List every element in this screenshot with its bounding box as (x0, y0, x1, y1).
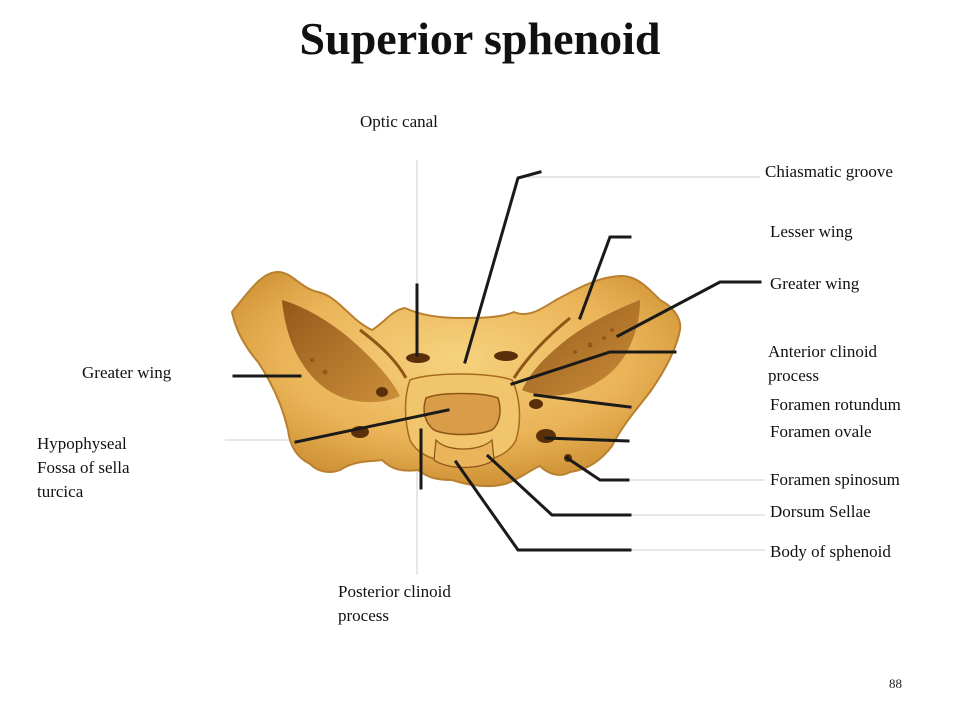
label-greater-wing-right: Greater wing (770, 274, 860, 293)
lesser-wing-right-ridge (512, 316, 571, 379)
leader-hypophyseal-fossa (294, 408, 450, 444)
leader-chiasmatic-groove (463, 170, 542, 364)
label-body-of-sphenoid: Body of sphenoid (770, 542, 891, 561)
lesser-wing-left-ridge (359, 328, 408, 379)
label-hypophyseal-line-2: Fossa of sella (37, 458, 130, 477)
leader-anterior-clinoid (510, 350, 677, 386)
foramen-ovale-hole (536, 429, 556, 443)
left-foramen-a (376, 387, 388, 397)
slide-title: Superior sphenoid (299, 13, 661, 64)
left-wing-fossa (282, 300, 400, 403)
label-dorsum-sellae: Dorsum Sellae (770, 502, 871, 521)
label-foramen-ovale: Foramen ovale (770, 422, 872, 441)
label-lesser-wing: Lesser wing (770, 222, 853, 241)
label-hypophyseal-line-1: Hypophyseal (37, 434, 127, 453)
label-posterior-clinoid-line-2: process (338, 606, 389, 625)
label-foramen-spinosum: Foramen spinosum (770, 470, 900, 489)
optic-foramen-left (406, 353, 430, 363)
leader-dorsum-sellae (485, 453, 632, 517)
label-hypophyseal-fossa: Hypophyseal Fossa of sella turcica (37, 432, 130, 504)
label-anterior-clinoid-process: Anterior clinoid process (768, 340, 877, 388)
page-number: 88 (889, 676, 902, 691)
sella-turcica (423, 392, 501, 436)
label-optic-canal: Optic canal (360, 112, 438, 131)
label-anterior-clinoid-line-1: Anterior clinoid (768, 342, 878, 361)
wing-texture (310, 328, 614, 375)
label-anterior-clinoid-line-2: process (768, 366, 819, 385)
foramen-rotundum-hole (529, 399, 543, 409)
leader-lesser-wing (578, 235, 632, 320)
leader-body-of-sphenoid (453, 459, 632, 552)
optic-foramen-right (494, 351, 518, 361)
leader-foramen-rotundum (533, 393, 632, 409)
label-chiasmatic-groove: Chiasmatic groove (765, 162, 893, 181)
label-posterior-clinoid-line-1: Posterior clinoid (338, 582, 451, 601)
label-hypophyseal-line-3: turcica (37, 482, 84, 501)
leader-greater-wing-right (615, 280, 762, 339)
leader-foramen-ovale (544, 436, 630, 443)
sphenoid-bone (230, 270, 682, 488)
leader-foramen-spinosum (564, 455, 630, 482)
label-greater-wing-left: Greater wing (82, 363, 172, 382)
label-posterior-clinoid-process: Posterior clinoid process (338, 580, 451, 628)
leader-lines (232, 170, 762, 552)
label-foramen-rotundum: Foramen rotundum (770, 395, 901, 414)
